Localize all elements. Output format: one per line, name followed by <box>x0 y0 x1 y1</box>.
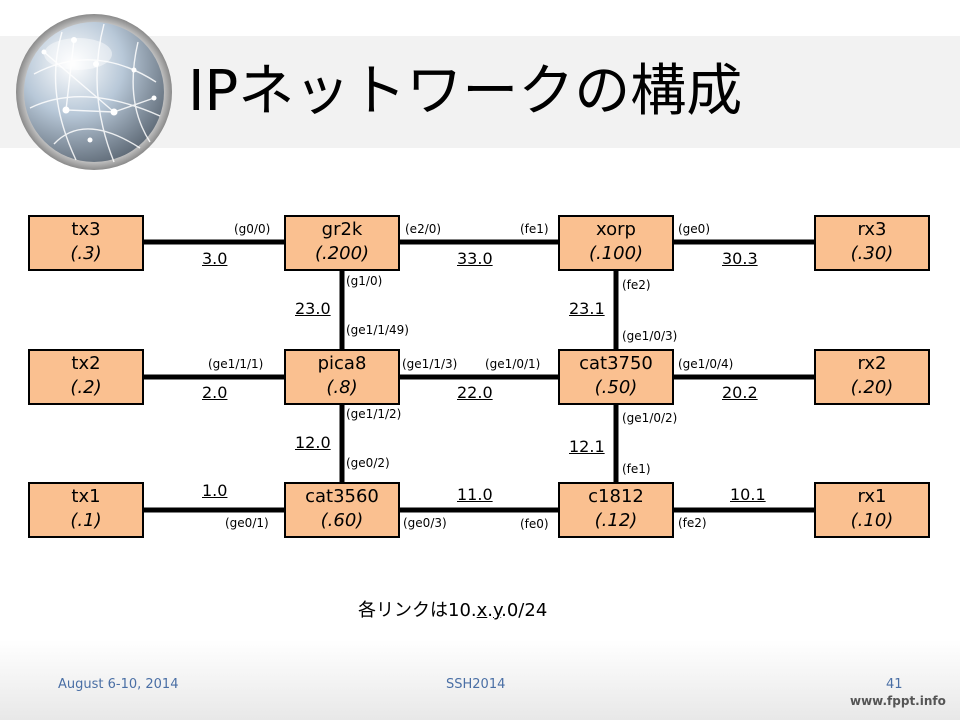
iface-xorp-fe2: (fe2) <box>622 278 651 292</box>
iface-xorp-ge0: (ge0) <box>678 222 710 236</box>
iface-gr2k-g0-0: (g0/0) <box>234 222 271 236</box>
net-label-23-0: 23.0 <box>295 299 331 318</box>
net-label-2-0: 2.0 <box>202 383 228 402</box>
iface-cat3750-ge1-0-4: (ge1/0/4) <box>678 357 734 371</box>
node-tx2: tx2 (.2) <box>28 349 144 405</box>
node-address: (.1) <box>70 510 102 531</box>
node-name: cat3560 <box>305 486 379 507</box>
subnet-note-suffix: .0/24 <box>501 600 548 621</box>
net-label-11-0: 11.0 <box>457 485 493 504</box>
node-cat3560: cat3560 (.60) <box>284 482 400 538</box>
node-name: tx3 <box>71 219 101 240</box>
node-name: rx3 <box>857 219 887 240</box>
node-name: pica8 <box>317 353 367 374</box>
node-address: (.12) <box>594 510 638 531</box>
brand-watermark: www.fppt.info <box>850 694 946 708</box>
subnet-note-prefix: 各リンクは10. <box>358 600 477 621</box>
subnet-note-sep: . <box>487 600 494 621</box>
slide-title: IPネットワークの構成 <box>188 59 743 124</box>
globe-logo-icon <box>16 14 172 170</box>
node-c1812: c1812 (.12) <box>558 482 674 538</box>
net-label-22-0: 22.0 <box>457 383 493 402</box>
node-gr2k: gr2k (.200) <box>284 215 400 271</box>
node-address: (.8) <box>326 377 358 398</box>
node-address: (.50) <box>594 377 638 398</box>
net-label-12-0: 12.0 <box>295 433 331 452</box>
iface-c1812-fe1: (fe1) <box>622 462 651 476</box>
node-name: tx2 <box>71 353 101 374</box>
net-label-3-0: 3.0 <box>202 249 228 268</box>
net-label-33-0: 33.0 <box>457 249 493 268</box>
node-name: gr2k <box>321 219 363 240</box>
node-cat3750: cat3750 (.50) <box>558 349 674 405</box>
footer-event: SSH2014 <box>446 677 506 692</box>
iface-gr2k-e2-0: (e2/0) <box>405 222 442 236</box>
iface-pica8-ge1-1-2: (ge1/1/2) <box>346 407 402 421</box>
iface-pica8-ge1-1-49: (ge1/1/49) <box>346 323 409 337</box>
iface-cat3560-ge0-3: (ge0/3) <box>403 516 447 530</box>
net-label-23-1: 23.1 <box>569 299 605 318</box>
iface-cat3560-ge0-1: (ge0/1) <box>225 516 269 530</box>
iface-cat3750-ge1-0-3: (ge1/0/3) <box>622 329 678 343</box>
node-name: c1812 <box>588 486 644 507</box>
subnet-note: 各リンクは10.x.y.0/24 <box>358 599 547 623</box>
iface-cat3750-ge1-0-1: (ge1/0/1) <box>485 357 541 371</box>
iface-c1812-fe0: (fe0) <box>520 517 549 531</box>
iface-gr2k-g1-0: (g1/0) <box>346 274 383 288</box>
footer-date: August 6-10, 2014 <box>58 677 179 692</box>
node-address: (.100) <box>588 243 644 264</box>
node-address: (.2) <box>70 377 102 398</box>
node-tx1: tx1 (.1) <box>28 482 144 538</box>
node-rx2: rx2 (.20) <box>814 349 930 405</box>
node-rx3: rx3 (.30) <box>814 215 930 271</box>
iface-pica8-ge1-1-3: (ge1/1/3) <box>402 357 458 371</box>
iface-cat3750-ge1-0-2: (ge1/0/2) <box>622 411 678 425</box>
node-xorp: xorp (.100) <box>558 215 674 271</box>
net-label-20-2: 20.2 <box>722 383 758 402</box>
node-tx3: tx3 (.3) <box>28 215 144 271</box>
iface-cat3560-ge0-2: (ge0/2) <box>346 456 390 470</box>
net-label-10-1: 10.1 <box>730 485 766 504</box>
subnet-note-x: x <box>476 600 488 621</box>
iface-pica8-ge1-1-1: (ge1/1/1) <box>208 357 264 371</box>
node-name: cat3750 <box>579 353 653 374</box>
node-address: (.60) <box>320 510 364 531</box>
node-address: (.10) <box>850 510 894 531</box>
node-name: xorp <box>596 219 636 240</box>
net-label-1-0: 1.0 <box>202 481 228 500</box>
iface-c1812-fe2: (fe2) <box>678 516 707 530</box>
subnet-note-y: y <box>493 600 502 621</box>
page-number: 41 <box>886 677 903 692</box>
node-address: (.20) <box>850 377 894 398</box>
node-name: tx1 <box>71 486 101 507</box>
net-label-12-1: 12.1 <box>569 437 605 456</box>
node-address: (.3) <box>70 243 102 264</box>
net-label-30-3: 30.3 <box>722 249 758 268</box>
node-name: rx1 <box>857 486 887 507</box>
node-pica8: pica8 (.8) <box>284 349 400 405</box>
node-address: (.200) <box>314 243 370 264</box>
node-name: rx2 <box>857 353 887 374</box>
iface-xorp-fe1: (fe1) <box>520 222 549 236</box>
node-address: (.30) <box>850 243 894 264</box>
node-rx1: rx1 (.10) <box>814 482 930 538</box>
